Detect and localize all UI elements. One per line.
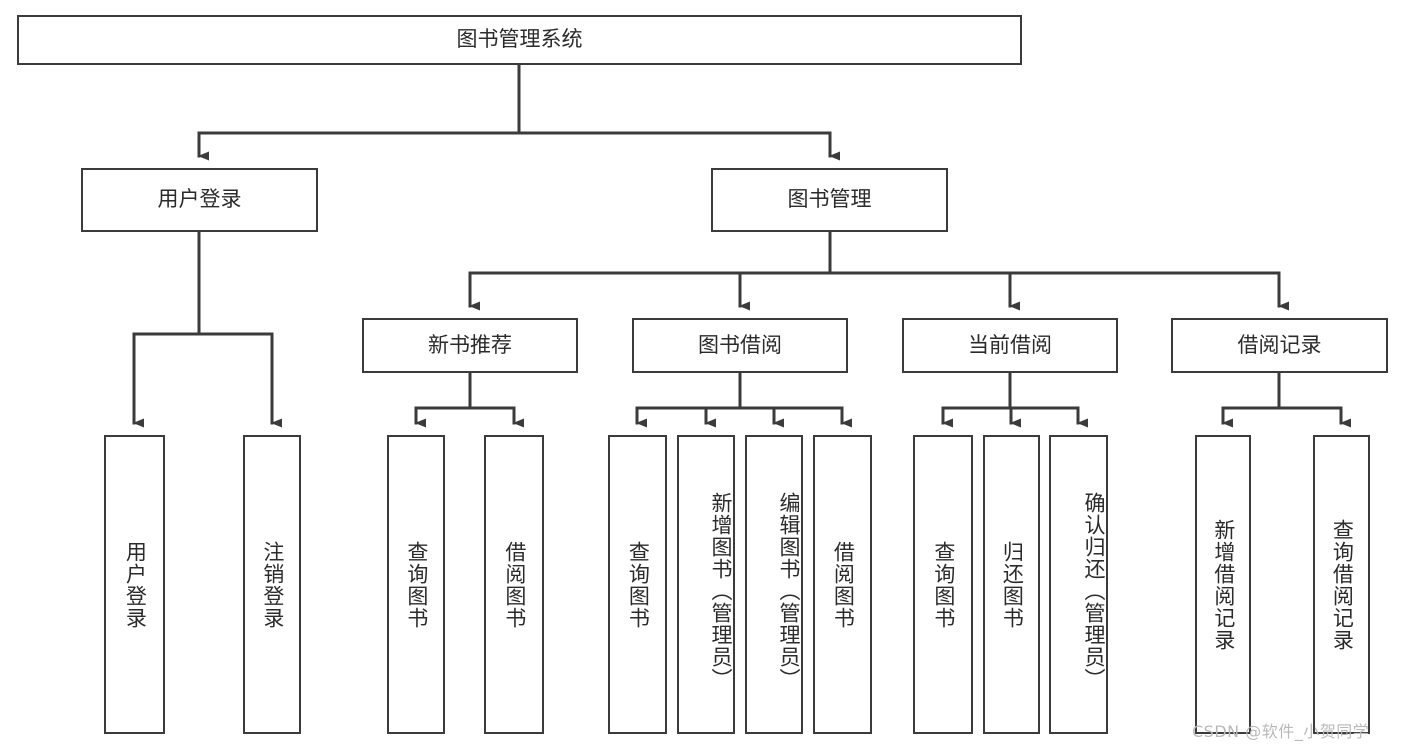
leaf-node[interactable]: 新增借阅记录 xyxy=(1195,435,1251,734)
node-book-management[interactable]: 图书管理 xyxy=(711,168,948,232)
leaf-node[interactable]: 借阅图书 xyxy=(813,435,872,734)
node-borrow-records[interactable]: 借阅记录 xyxy=(1171,318,1388,373)
leaf-node[interactable]: 查询图书 xyxy=(608,435,667,734)
leaf-node[interactable]: 查询图书 xyxy=(387,435,445,734)
node-root[interactable]: 图书管理系统 xyxy=(17,15,1022,65)
watermark-text: CSDN @软件_小贺同学 xyxy=(1192,722,1370,741)
leaf-node[interactable]: 借阅图书 xyxy=(484,435,544,734)
leaf-node[interactable]: 归还图书 xyxy=(983,435,1040,734)
node-current-borrow[interactable]: 当前借阅 xyxy=(902,318,1118,373)
leaf-node[interactable]: 查询图书 xyxy=(913,435,973,734)
node-new-book-recommend[interactable]: 新书推荐 xyxy=(362,318,578,373)
leaf-node[interactable]: 新增图书（管理员） xyxy=(677,435,735,734)
leaf-node[interactable]: 编辑图书（管理员） xyxy=(745,435,803,734)
leaf-node[interactable]: 查询借阅记录 xyxy=(1313,435,1370,734)
leaf-node[interactable]: 用户登录 xyxy=(104,435,165,734)
leaf-node[interactable]: 确认归还（管理员） xyxy=(1049,435,1108,734)
node-user-login[interactable]: 用户登录 xyxy=(81,168,318,232)
node-book-borrow[interactable]: 图书借阅 xyxy=(632,318,848,373)
leaf-node[interactable]: 注销登录 xyxy=(243,435,301,734)
